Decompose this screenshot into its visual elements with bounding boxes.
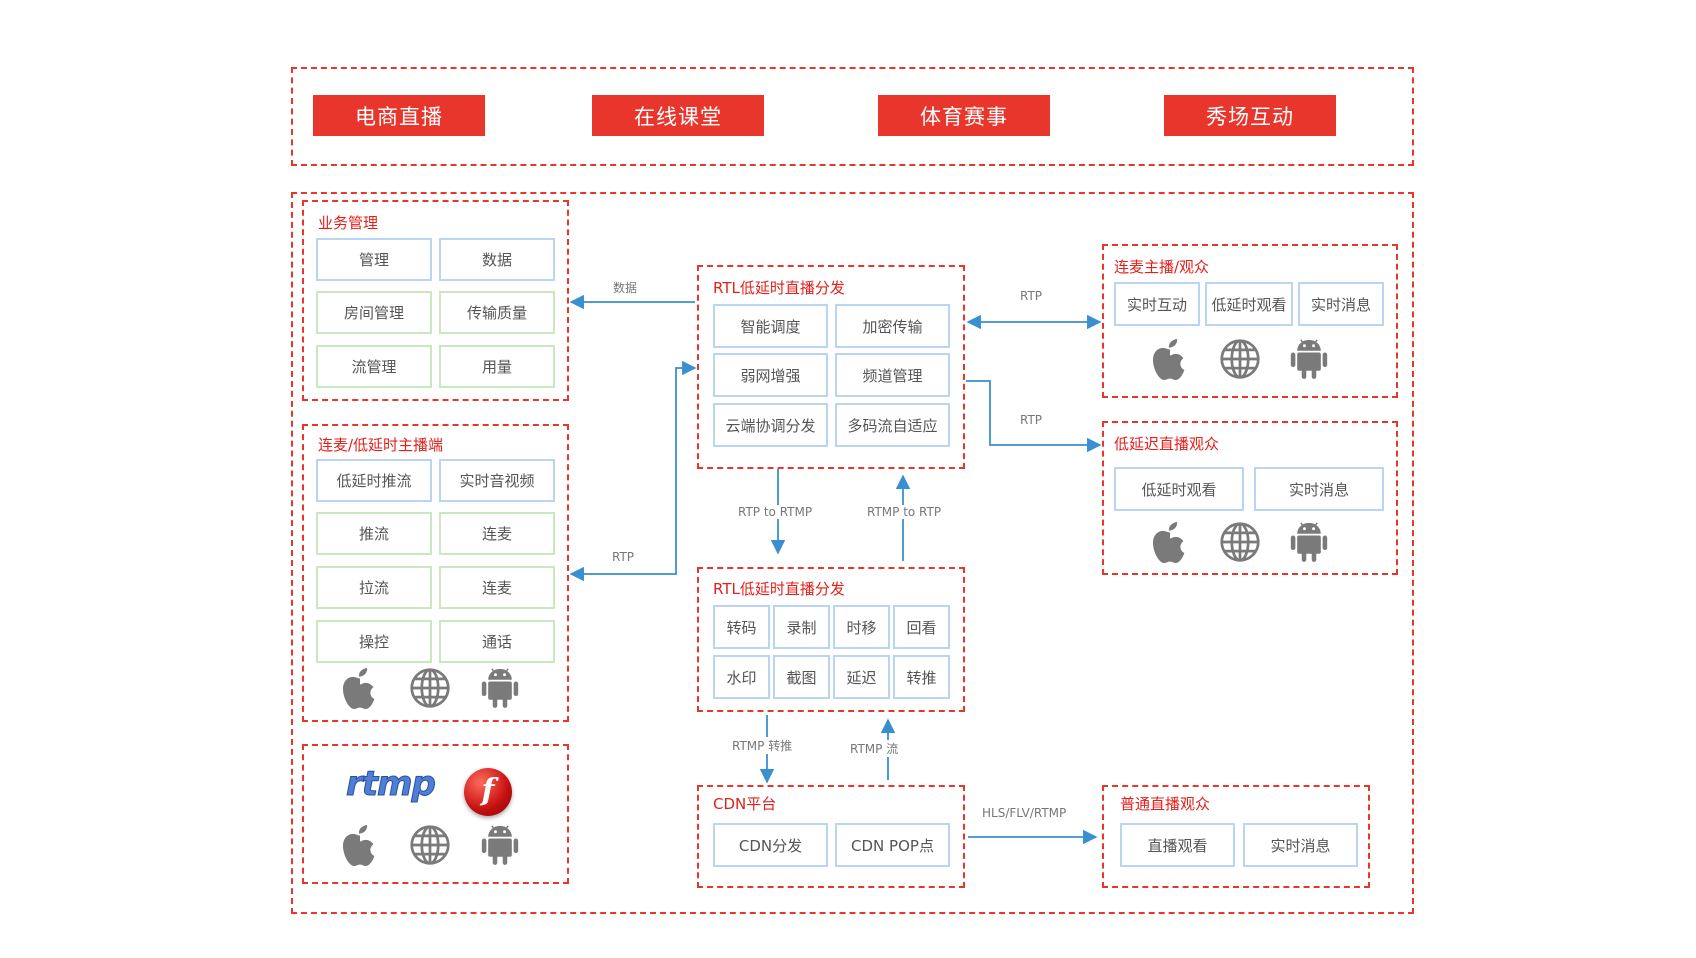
interactive-item-message: 实时消息 bbox=[1298, 282, 1384, 326]
rtl-bottom-title: RTL低延时直播分发 bbox=[713, 580, 845, 598]
normal-audience-group bbox=[1102, 785, 1370, 888]
host-group-title: 连麦/低延时主播端 bbox=[318, 436, 444, 454]
low-latency-audience-group bbox=[1102, 421, 1398, 575]
legacy-client-group bbox=[302, 744, 569, 884]
business-item-data: 数据 bbox=[439, 238, 555, 281]
rtl-bottom-item-delay: 延迟 bbox=[833, 655, 890, 699]
business-management-title: 业务管理 bbox=[318, 214, 379, 232]
rtl-bottom-item-playback: 回看 bbox=[893, 605, 950, 649]
edge-label-data: 数据 bbox=[612, 279, 639, 296]
rtl-top-item-channel: 频道管理 bbox=[835, 353, 950, 397]
normal-audience-title: 普通直播观众 bbox=[1120, 795, 1211, 813]
edge-label-rtp-right-mid: RTP bbox=[1019, 413, 1044, 427]
host-item-mic-2: 连麦 bbox=[439, 566, 555, 609]
rtl-bottom-item-timeshift: 时移 bbox=[833, 605, 890, 649]
host-item-control: 操控 bbox=[316, 620, 432, 663]
rtl-top-item-weak-network: 弱网增强 bbox=[713, 353, 828, 397]
flash-logo-letter: f bbox=[481, 772, 495, 808]
rtl-bottom-item-watermark: 水印 bbox=[713, 655, 770, 699]
interactive-audience-title: 连麦主播/观众 bbox=[1114, 258, 1210, 276]
interactive-item-low-latency: 低延时观看 bbox=[1205, 282, 1293, 326]
rtl-top-item-scheduling: 智能调度 bbox=[713, 304, 828, 348]
flash-logo-icon: f bbox=[464, 768, 512, 816]
host-item-pull: 拉流 bbox=[316, 566, 432, 609]
edge-label-rtmp-to-rtp: RTMP to RTP bbox=[866, 505, 943, 519]
rtl-top-item-cloud: 云端协调分发 bbox=[713, 403, 828, 447]
cdn-platform-group bbox=[697, 785, 965, 888]
host-item-mic-1: 连麦 bbox=[439, 512, 555, 555]
cdn-item-distribution: CDN分发 bbox=[713, 823, 828, 867]
business-item-stream: 流管理 bbox=[316, 345, 432, 388]
banner-show-interaction: 秀场互动 bbox=[1164, 95, 1336, 136]
rtl-bottom-item-relay: 转推 bbox=[893, 655, 950, 699]
host-item-push: 推流 bbox=[316, 512, 432, 555]
business-management-group bbox=[302, 200, 569, 401]
host-group bbox=[302, 424, 569, 722]
low-latency-item-message: 实时消息 bbox=[1254, 467, 1384, 511]
edge-rtp-left bbox=[569, 360, 697, 582]
rtl-bottom-item-snapshot: 截图 bbox=[773, 655, 830, 699]
host-item-low-latency-push: 低延时推流 bbox=[316, 459, 432, 502]
edge-label-rtp-to-rtmp: RTP to RTMP bbox=[737, 505, 814, 519]
edge-label-hls: HLS/FLV/RTMP bbox=[981, 806, 1068, 820]
normal-item-message: 实时消息 bbox=[1243, 823, 1358, 867]
low-latency-item-watch: 低延时观看 bbox=[1114, 467, 1244, 511]
edge-label-rtp-right-top: RTP bbox=[1019, 289, 1044, 303]
edge-rtp-right-mid bbox=[966, 380, 1102, 453]
rtl-bottom-item-record: 录制 bbox=[773, 605, 830, 649]
edge-label-rtmp-stream: RTMP 流 bbox=[849, 740, 900, 757]
edge-label-rtmp-push: RTMP 转推 bbox=[731, 737, 794, 754]
low-latency-audience-title: 低延迟直播观众 bbox=[1114, 435, 1220, 453]
rtl-bottom-item-transcode: 转码 bbox=[713, 605, 770, 649]
business-item-quality: 传输质量 bbox=[439, 291, 555, 334]
business-item-manage: 管理 bbox=[316, 238, 432, 281]
rtl-top-title: RTL低延时直播分发 bbox=[713, 279, 845, 297]
host-item-call: 通话 bbox=[439, 620, 555, 663]
normal-item-watch: 直播观看 bbox=[1120, 823, 1235, 867]
edge-label-rtp-left: RTP bbox=[611, 550, 636, 564]
banner-sports: 体育赛事 bbox=[878, 95, 1050, 136]
cdn-title: CDN平台 bbox=[713, 795, 777, 813]
business-item-room: 房间管理 bbox=[316, 291, 432, 334]
banner-online-classroom: 在线课堂 bbox=[592, 95, 764, 136]
banner-ecommerce-live: 电商直播 bbox=[313, 95, 485, 136]
rtl-distribution-top bbox=[697, 265, 965, 469]
interactive-item-realtime: 实时互动 bbox=[1114, 282, 1200, 326]
rtl-top-item-encryption: 加密传输 bbox=[835, 304, 950, 348]
architecture-frame bbox=[291, 192, 1414, 914]
interactive-audience-group bbox=[1102, 244, 1398, 398]
rtl-top-item-multibitrate: 多码流自适应 bbox=[835, 403, 950, 447]
host-item-rtc: 实时音视频 bbox=[439, 459, 555, 502]
top-scenario-frame bbox=[291, 67, 1414, 166]
rtmp-logo: rtmp bbox=[346, 764, 437, 805]
business-item-usage: 用量 bbox=[439, 345, 555, 388]
rtl-distribution-bottom bbox=[697, 567, 965, 712]
cdn-item-pop: CDN POP点 bbox=[835, 823, 950, 867]
